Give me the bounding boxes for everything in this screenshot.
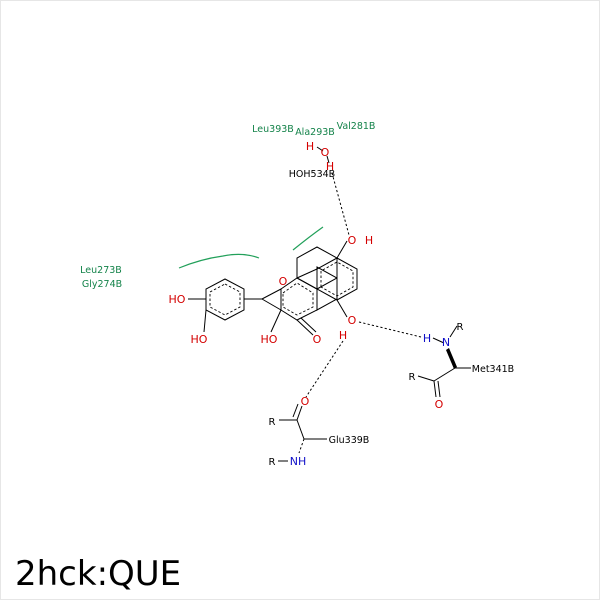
atom-o4: O xyxy=(313,333,322,346)
catechol-ring xyxy=(205,278,245,321)
hbond-5oh-met341 xyxy=(358,321,422,338)
atom-glu-o: O xyxy=(301,395,310,408)
atom-met-r2: R xyxy=(409,372,416,383)
label-val281: Val281B xyxy=(337,121,376,132)
bond-water-h1 xyxy=(316,146,324,152)
bond-c2-c3 xyxy=(261,298,282,311)
hydrophobic-arc-left xyxy=(178,253,260,269)
bond-met-c xyxy=(433,367,456,382)
bond-met-wedge xyxy=(446,348,457,369)
bond-c3-oh xyxy=(270,309,282,333)
label-hoh534: HOH534B xyxy=(289,169,335,180)
bond-ho-lower xyxy=(203,309,207,333)
bond-c2 xyxy=(261,288,282,300)
diagram-title: 2hck:QUE xyxy=(15,554,181,594)
bond-c4-o xyxy=(296,319,314,336)
label-ala293: Ala293B xyxy=(295,127,335,138)
bond-met-n-r xyxy=(449,325,458,338)
hydrophobic-arc-right xyxy=(292,226,324,251)
atom-water-h2: H xyxy=(326,160,334,173)
bond-glu-co xyxy=(296,405,303,421)
label-glu339: Glu339B xyxy=(329,435,370,446)
atom-met-n: N xyxy=(442,336,450,349)
atom-7o: O xyxy=(348,234,357,247)
bond-glu-hashed xyxy=(298,438,305,454)
atom-glu-r: R xyxy=(269,417,276,428)
atom-catechol-oh-upper: HO xyxy=(169,293,186,306)
atom-met-o: O xyxy=(435,398,444,411)
atom-met-r: R xyxy=(457,322,464,333)
bond-c4-o-double xyxy=(300,317,317,333)
bond-met-co-double xyxy=(437,380,441,398)
bond-met-co xyxy=(433,380,437,398)
atom-3oh: HO xyxy=(261,333,278,346)
atom-water-h1: H xyxy=(306,140,314,153)
atom-5o: O xyxy=(348,314,357,327)
hbond-water-7oh xyxy=(331,172,350,236)
atom-glu-r-n: R xyxy=(269,457,276,468)
bond-c7-oh xyxy=(336,240,348,259)
bond-water-h2 xyxy=(326,155,330,164)
bond-glu-co-double xyxy=(292,403,299,418)
label-gly274: Gly274B xyxy=(82,279,122,290)
bond-met-h-n xyxy=(432,337,445,344)
atom-5h: H xyxy=(339,329,347,342)
atom-met-h: H xyxy=(423,332,431,345)
atom-o1: O xyxy=(279,275,288,288)
atom-catechol-oh-lower: HO xyxy=(191,333,208,346)
bond-glu-ca xyxy=(296,419,305,440)
label-leu273: Leu273B xyxy=(80,265,122,276)
atom-water-o: O xyxy=(321,146,330,159)
bond-met-r xyxy=(417,375,435,382)
atom-glu-nh: NH xyxy=(290,455,307,468)
label-met341: Met341B xyxy=(472,364,514,375)
hbond-5oh-glu339 xyxy=(305,340,344,398)
bond-o1-c8a xyxy=(296,268,318,279)
bond-c5-oh xyxy=(336,299,348,318)
atom-7h: H xyxy=(365,234,373,247)
label-leu393: Leu393B xyxy=(252,124,294,135)
